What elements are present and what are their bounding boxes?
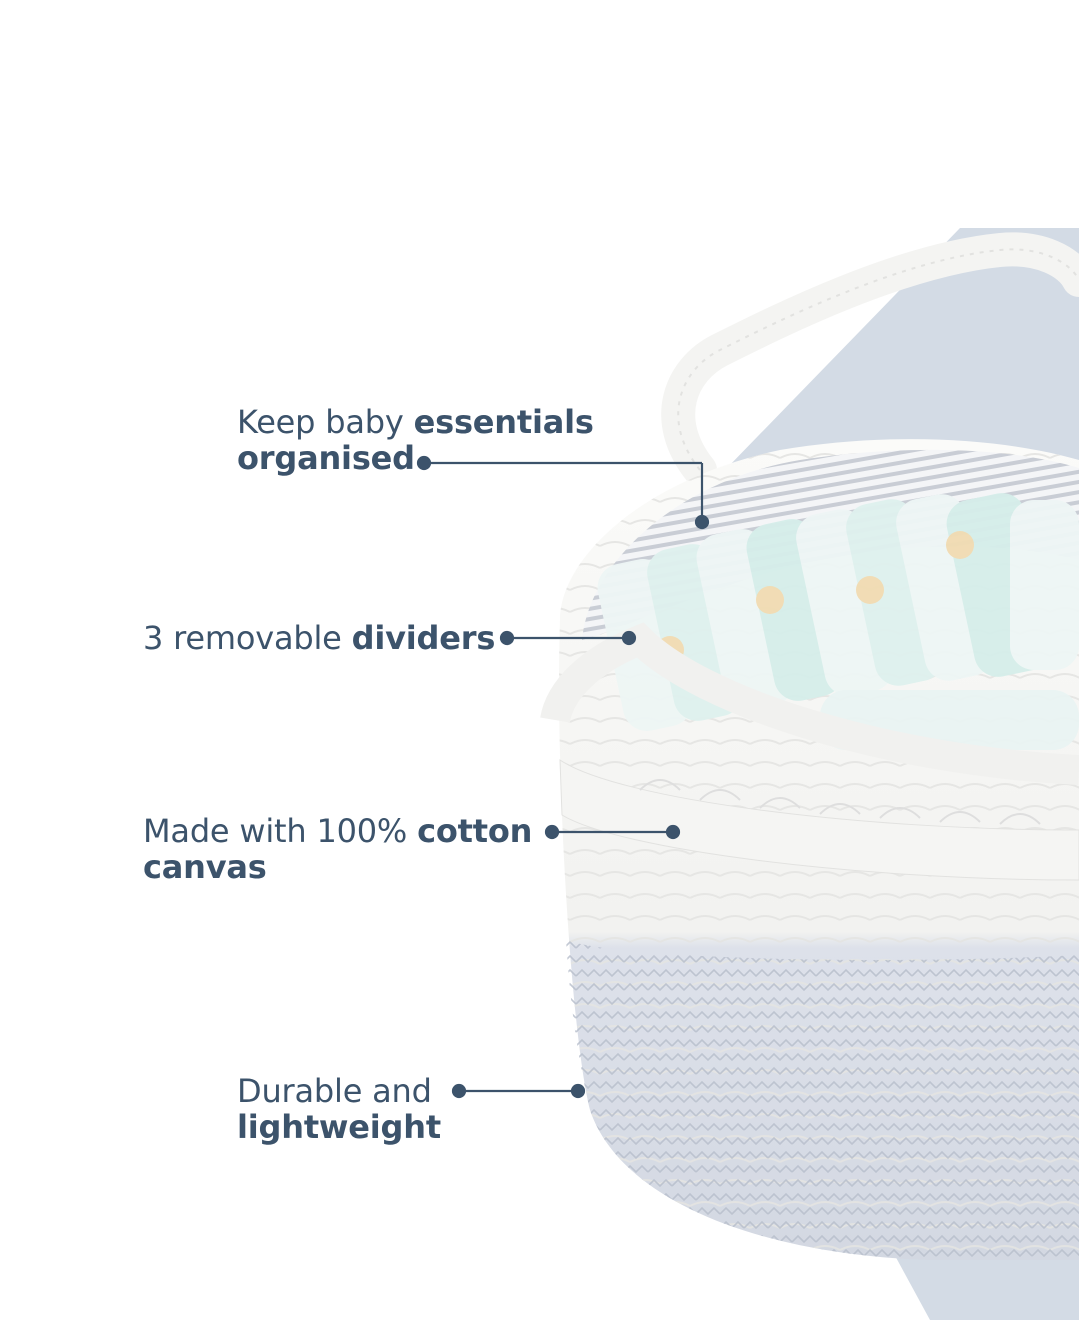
callout-bold-text: essentials <box>413 403 594 441</box>
callout-essentials: Keep baby essentials organised <box>237 404 594 476</box>
callout-bold-text: cotton <box>417 812 533 850</box>
leader-dot <box>416 455 432 471</box>
leader-dot <box>499 630 515 646</box>
callout-bold-text: dividers <box>351 619 496 657</box>
callout-durable: Durable and lightweight <box>237 1073 441 1145</box>
callout-dividers: 3 removable dividers <box>143 620 495 656</box>
leader-dot <box>665 824 681 840</box>
callout-text: Keep baby <box>237 403 414 441</box>
callout-bold-text: canvas <box>143 848 267 886</box>
leader-dot <box>621 630 637 646</box>
leader-dot <box>451 1083 467 1099</box>
callout-text: 3 removable <box>143 619 352 657</box>
callout-bold-text: organised <box>237 439 415 477</box>
basket-rim <box>540 622 1079 785</box>
callout-text: Durable and <box>237 1072 432 1110</box>
callout-text: Made with 100% <box>143 812 418 850</box>
leader-dot <box>544 824 560 840</box>
leader-lines <box>416 455 710 1099</box>
leader-dot <box>570 1083 586 1099</box>
callout-bold-text: lightweight <box>237 1108 441 1146</box>
callout-cotton: Made with 100% cotton canvas <box>143 813 532 885</box>
basket-lower-band <box>566 940 1079 1260</box>
leader-dot <box>694 514 710 530</box>
braided-band <box>559 759 1079 881</box>
